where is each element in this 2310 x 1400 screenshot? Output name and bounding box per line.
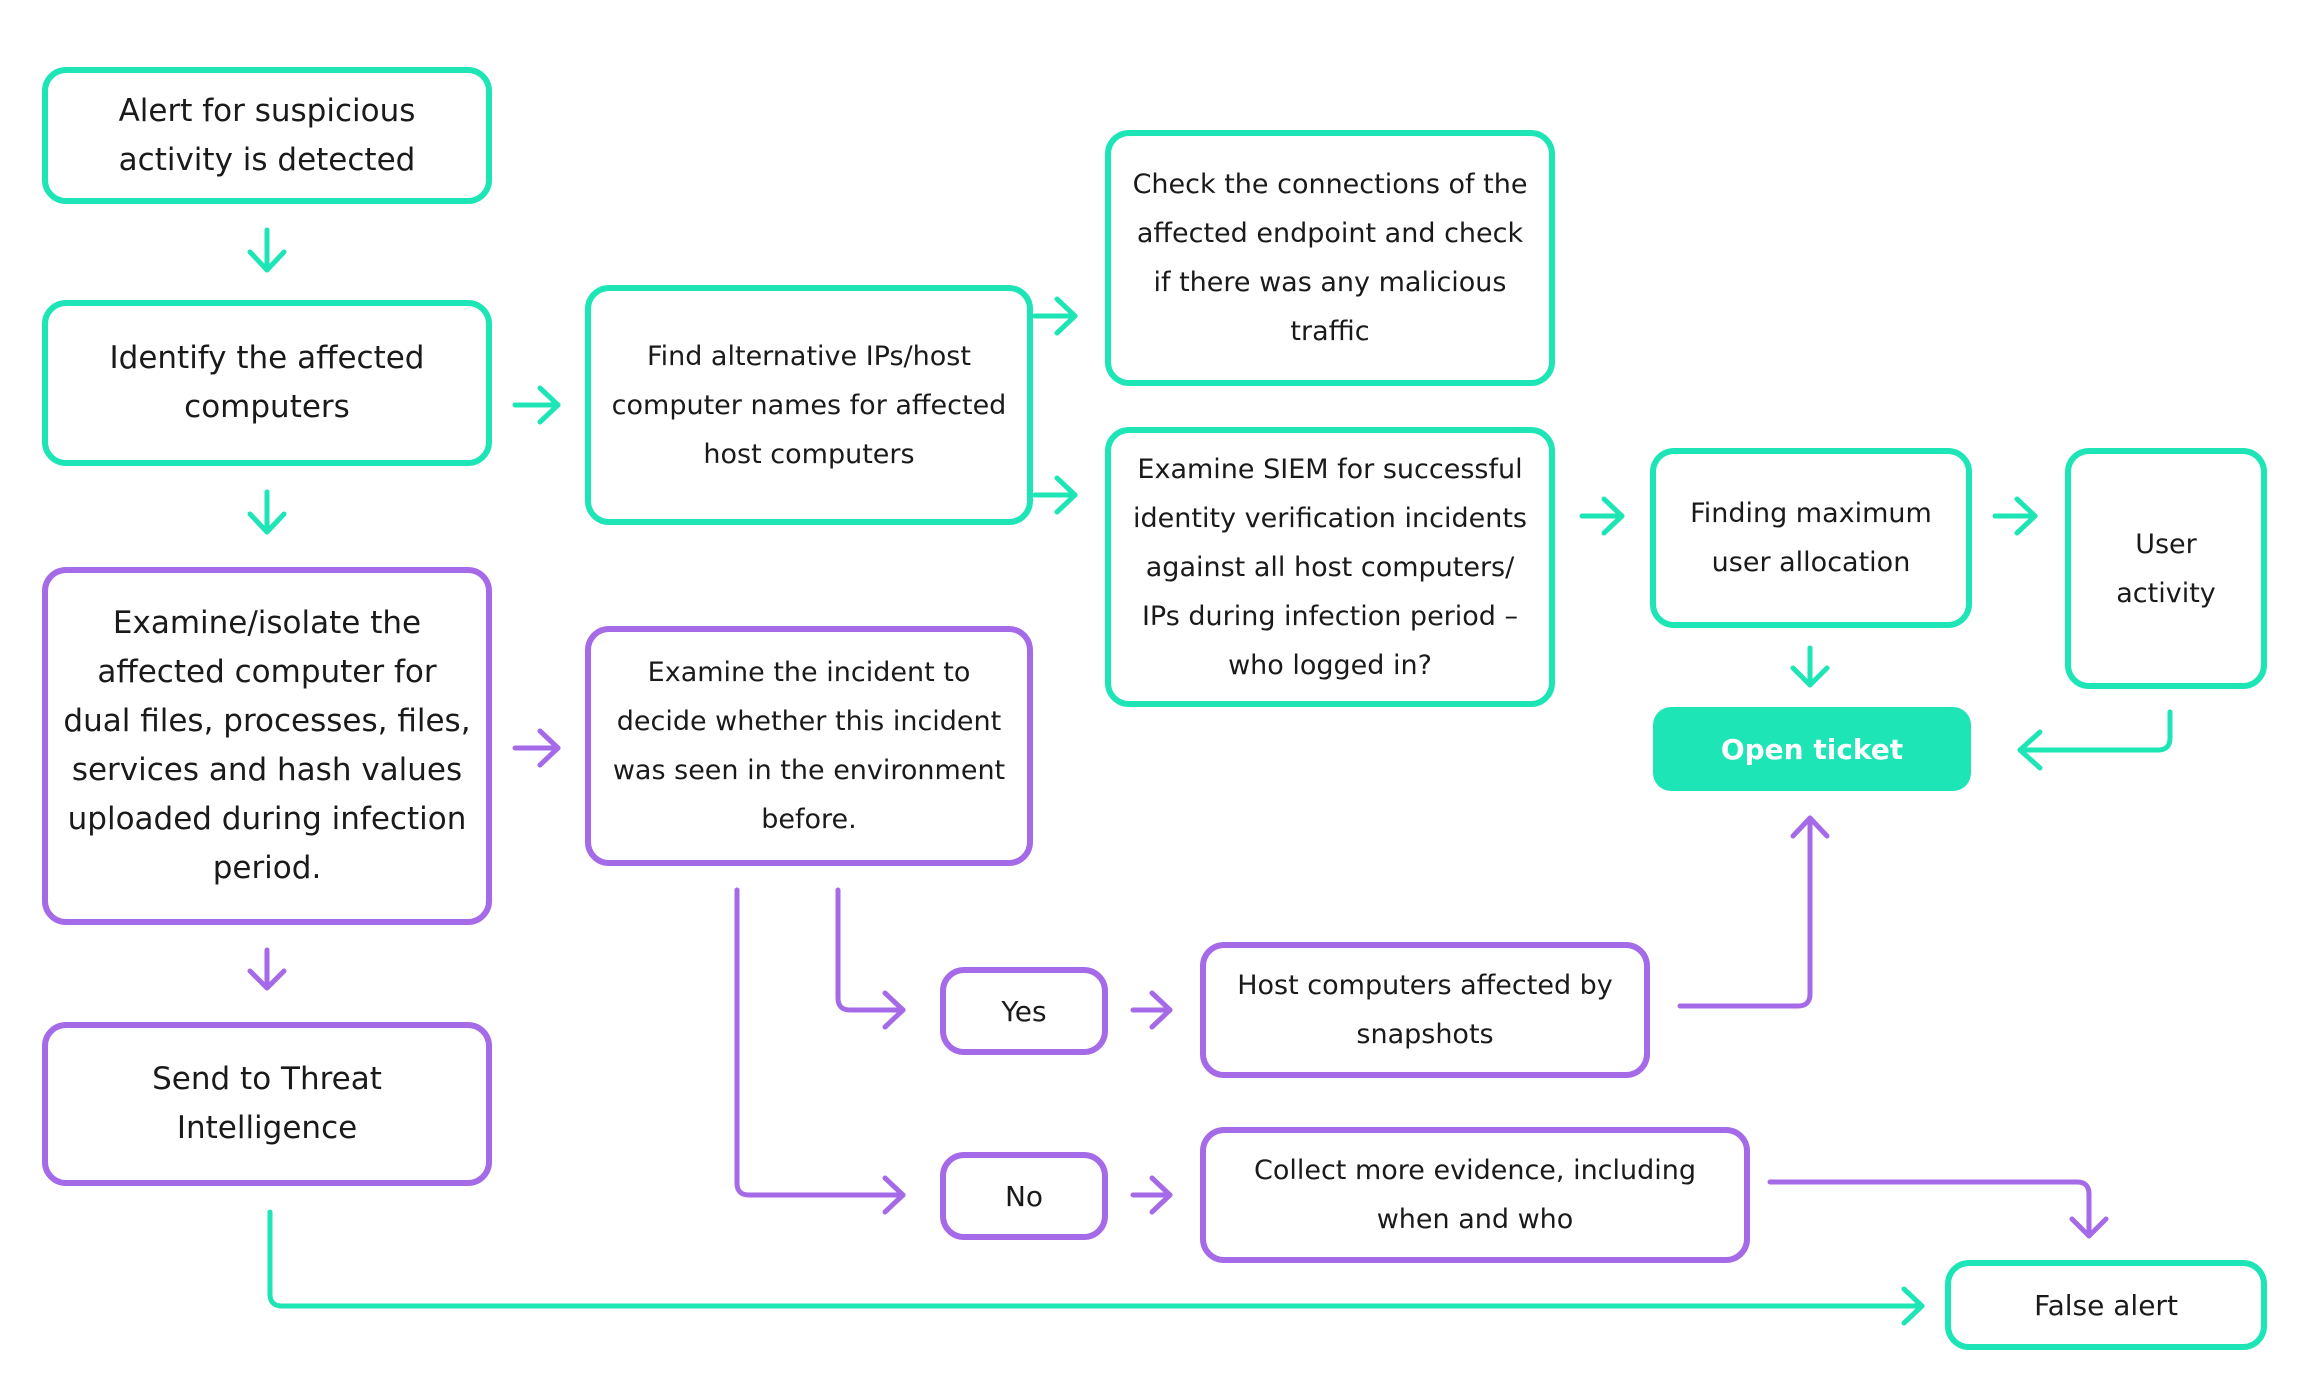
arrow-no-to-collect xyxy=(1130,1175,1173,1215)
arrow-identify-to-find-alt xyxy=(512,385,561,425)
arrow-finding-to-user xyxy=(1992,496,2038,536)
node-finding-max-user-label: Finding maximum user allocation xyxy=(1690,498,1932,578)
node-no: No xyxy=(940,1152,1108,1240)
arrow-identify-to-examine xyxy=(247,489,287,535)
node-host-snapshots-label: Host computers affected by snapshots xyxy=(1237,970,1613,1050)
node-examine-siem-label: Examine SIEM for successful identity ver… xyxy=(1133,453,1527,681)
node-open-ticket: Open ticket xyxy=(1653,707,1971,791)
node-examine-isolate-label: Examine/isolate the affected computer fo… xyxy=(63,605,471,886)
node-false-alert: False alert xyxy=(1945,1260,2267,1350)
node-find-alternative-ips: Find alternative IPs/host computer names… xyxy=(585,285,1033,525)
node-examine-incident: Examine the incident to decide whether t… xyxy=(585,626,1033,866)
arrow-examine-to-send xyxy=(247,947,287,991)
arrow-examine-to-incident xyxy=(512,728,561,768)
node-open-ticket-label: Open ticket xyxy=(1720,732,1904,766)
node-alert-detected-label: Alert for suspicious activity is detecte… xyxy=(118,92,416,178)
arrow-alert-to-identify xyxy=(247,227,287,273)
node-finding-max-user: Finding maximum user allocation xyxy=(1650,448,1972,628)
node-send-threat-intel-label: Send to Threat Intelligence xyxy=(152,1061,382,1146)
arrow-finding-to-ticket xyxy=(1790,645,1830,688)
node-yes-label: Yes xyxy=(1001,994,1047,1028)
arrow-collect-to-false xyxy=(1767,1179,2109,1239)
node-examine-isolate: Examine/isolate the affected computer fo… xyxy=(42,567,492,925)
node-examine-incident-label: Examine the incident to decide whether t… xyxy=(612,657,1006,835)
node-send-threat-intel: Send to Threat Intelligence xyxy=(42,1022,492,1186)
node-check-connections: Check the connections of the affected en… xyxy=(1105,130,1555,386)
node-examine-siem: Examine SIEM for successful identity ver… xyxy=(1105,427,1555,707)
node-alert-detected: Alert for suspicious activity is detecte… xyxy=(42,67,492,204)
arrow-incident-to-yes xyxy=(835,887,906,1030)
node-user-activity-label: User activity xyxy=(2116,528,2216,609)
arrow-siem-to-finding xyxy=(1579,496,1625,536)
node-collect-evidence-label: Collect more evidence, including when an… xyxy=(1253,1155,1697,1235)
node-user-activity: User activity xyxy=(2065,448,2267,689)
node-no-label: No xyxy=(1004,1179,1044,1213)
arrow-host-to-ticket xyxy=(1677,815,1830,1009)
node-find-alternative-ips-label: Find alternative IPs/host computer names… xyxy=(611,340,1007,470)
node-yes: Yes xyxy=(940,967,1108,1055)
node-check-connections-label: Check the connections of the affected en… xyxy=(1132,169,1528,347)
node-identify-computers: Identify the affected computers xyxy=(42,300,492,466)
arrow-incident-to-no xyxy=(734,887,906,1215)
arrow-yes-to-host xyxy=(1130,990,1173,1030)
arrow-user-to-ticket xyxy=(2017,709,2173,771)
node-collect-evidence: Collect more evidence, including when an… xyxy=(1200,1127,1750,1263)
arrow-send-to-false xyxy=(267,1209,1925,1326)
node-host-snapshots: Host computers affected by snapshots xyxy=(1200,942,1650,1078)
node-false-alert-label: False alert xyxy=(2034,1288,2178,1322)
arrow-find-alt-to-check xyxy=(1032,296,1078,336)
arrow-find-alt-to-siem xyxy=(1032,475,1078,515)
node-identify-computers-label: Identify the affected computers xyxy=(109,340,425,425)
